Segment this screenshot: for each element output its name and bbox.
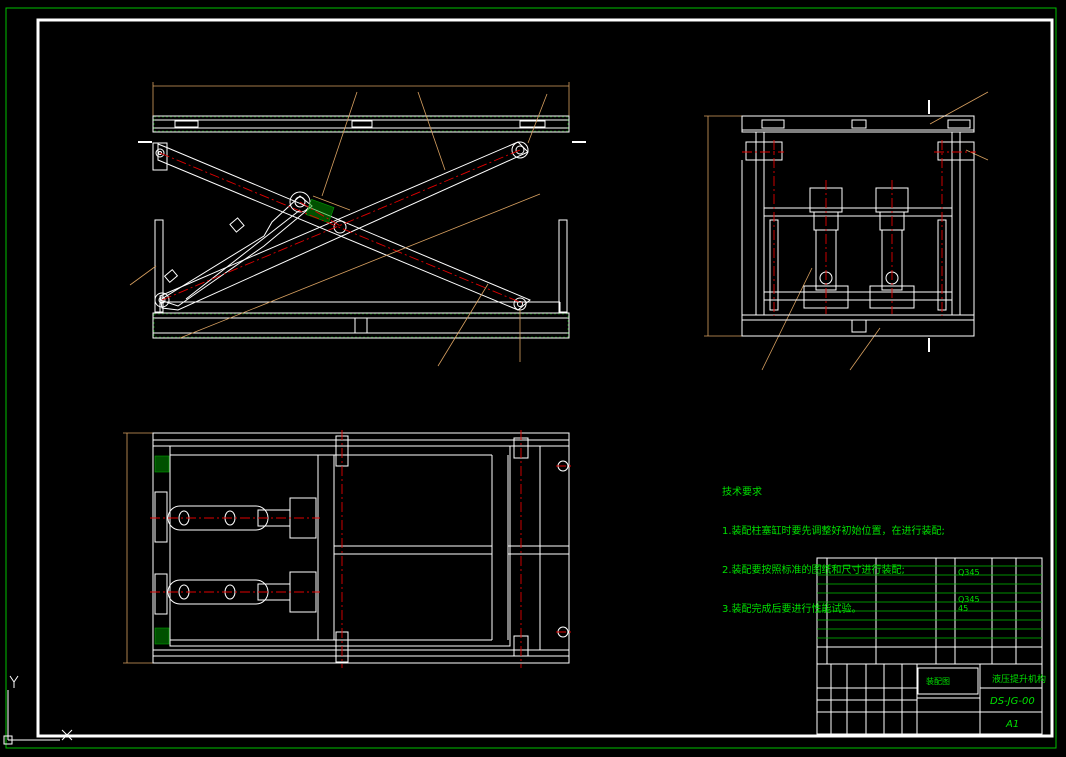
drawing-number: DS-JG-00: [990, 696, 1035, 707]
ucs-icon: [3, 675, 73, 745]
tech-req-title: 技术要求: [722, 487, 762, 498]
drawing-title: 液压提升机构: [992, 675, 1047, 685]
tech-req-item-1: 1.装配柱塞缸时要先调整好初始位置，在进行装配;: [722, 526, 945, 537]
drawing-frame: [36, 18, 1054, 738]
sheet-size: A1: [1006, 719, 1020, 730]
tech-req-item-3: 3.装配完成后要进行性能试验。: [722, 604, 862, 615]
assembly-label: 装配图: [926, 677, 950, 686]
top-view: [123, 430, 572, 668]
tech-req-item-2: 2.装配要按照标准的图纸和尺寸进行装配;: [722, 565, 905, 576]
bom-material-1: Q345: [958, 568, 980, 577]
side-view: [704, 91, 989, 371]
front-view: [129, 82, 586, 367]
outer-green-border: [5, 7, 1057, 749]
technical-requirements: 技术要求 1.装配柱塞缸时要先调整好初始位置，在进行装配; 2.装配要按照标准的…: [722, 460, 945, 629]
bom-material-3: 45: [958, 604, 969, 613]
bom-material-2: Q345: [958, 595, 980, 604]
bom-rows: [817, 565, 1042, 639]
